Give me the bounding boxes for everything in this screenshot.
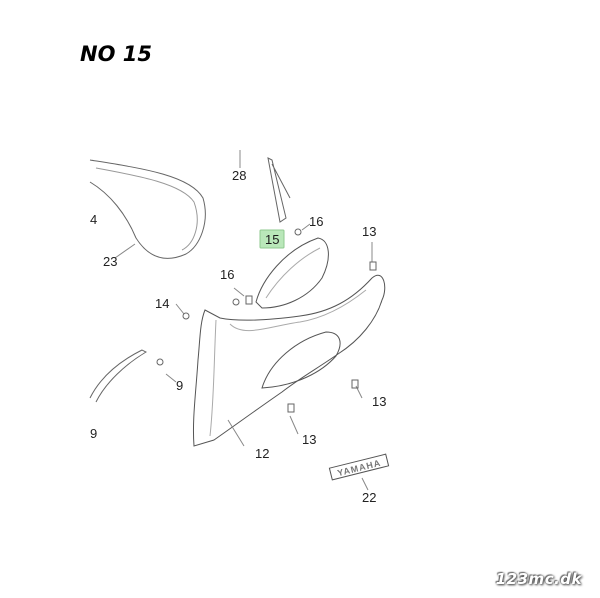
highlight-box-15	[259, 229, 285, 249]
callout-9-mid: 9	[176, 378, 183, 393]
part-15-lens	[255, 237, 329, 309]
clip-13-c	[351, 379, 359, 389]
callout-16-top: 16	[309, 214, 323, 229]
part-12-cover	[192, 275, 386, 447]
callout-13-top: 13	[362, 224, 376, 239]
callout-13-right: 13	[372, 394, 386, 409]
callout-14: 14	[155, 296, 169, 311]
part-22-emblem	[328, 453, 390, 481]
callout-16-left: 16	[220, 267, 234, 282]
part-28	[267, 157, 291, 223]
part-23-inner	[95, 167, 198, 251]
fastener-14	[182, 312, 190, 320]
part-9-curve	[89, 349, 148, 403]
callout-4: 4	[90, 212, 97, 227]
clip-13-b	[287, 403, 295, 413]
fastener-16-b	[232, 298, 240, 306]
clip-16-b	[245, 295, 253, 305]
callout-22: 22	[362, 490, 376, 505]
callout-23: 23	[103, 254, 117, 269]
clip-13-a	[369, 261, 377, 271]
callout-15: 15	[265, 232, 279, 247]
watermark: 123mc.dk	[495, 570, 582, 588]
fastener-16-a	[294, 228, 302, 236]
fastener-9	[156, 358, 164, 366]
callout-28: 28	[232, 168, 246, 183]
callout-13-mid: 13	[302, 432, 316, 447]
part-12-window	[261, 331, 341, 389]
part-23-panel	[89, 159, 206, 259]
callout-9-left: 9	[90, 426, 97, 441]
callout-12: 12	[255, 446, 269, 461]
diagram-title: NO 15	[80, 42, 152, 66]
